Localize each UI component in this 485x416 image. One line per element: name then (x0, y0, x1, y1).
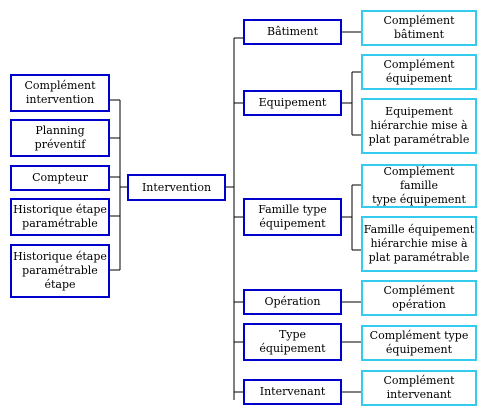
entity-equipement: Equipement (243, 90, 342, 116)
entity-compteur: Compteur (10, 165, 110, 191)
entity-batiment: Bâtiment (243, 19, 342, 45)
detail-complement-type-equipement: Complément type équipement (361, 325, 477, 361)
entity-operation: Opération (243, 289, 342, 315)
detail-complement-intervenant: Complément intervenant (361, 370, 477, 406)
entity-planning-preventif: Planning préventif (10, 119, 110, 157)
entity-type-equipement: Type équipement (243, 323, 342, 361)
entity-intervenant: Intervenant (243, 379, 342, 405)
entity-intervention: Intervention (127, 174, 226, 201)
detail-equipement-hierarchie: Equipement hiérarchie mise à plat paramé… (361, 98, 477, 154)
entity-complement-intervention: Complément intervention (10, 74, 110, 112)
detail-complement-equipement: Complément équipement (361, 54, 477, 90)
entity-famille-type-equipement: Famille type équipement (243, 198, 342, 236)
detail-famille-equipement-hierarchie: Famille équipement hiérarchie mise à pla… (361, 216, 477, 272)
entity-historique-etape-parametrable-etape: Historique étape paramétrable étape (10, 244, 110, 298)
detail-complement-operation: Complément opération (361, 280, 477, 316)
detail-complement-batiment: Complément bâtiment (361, 10, 477, 46)
entity-historique-etape-parametrable: Historique étape paramétrable (10, 198, 110, 236)
detail-complement-famille-type-equipement: Complément famille type équipement (361, 164, 477, 208)
